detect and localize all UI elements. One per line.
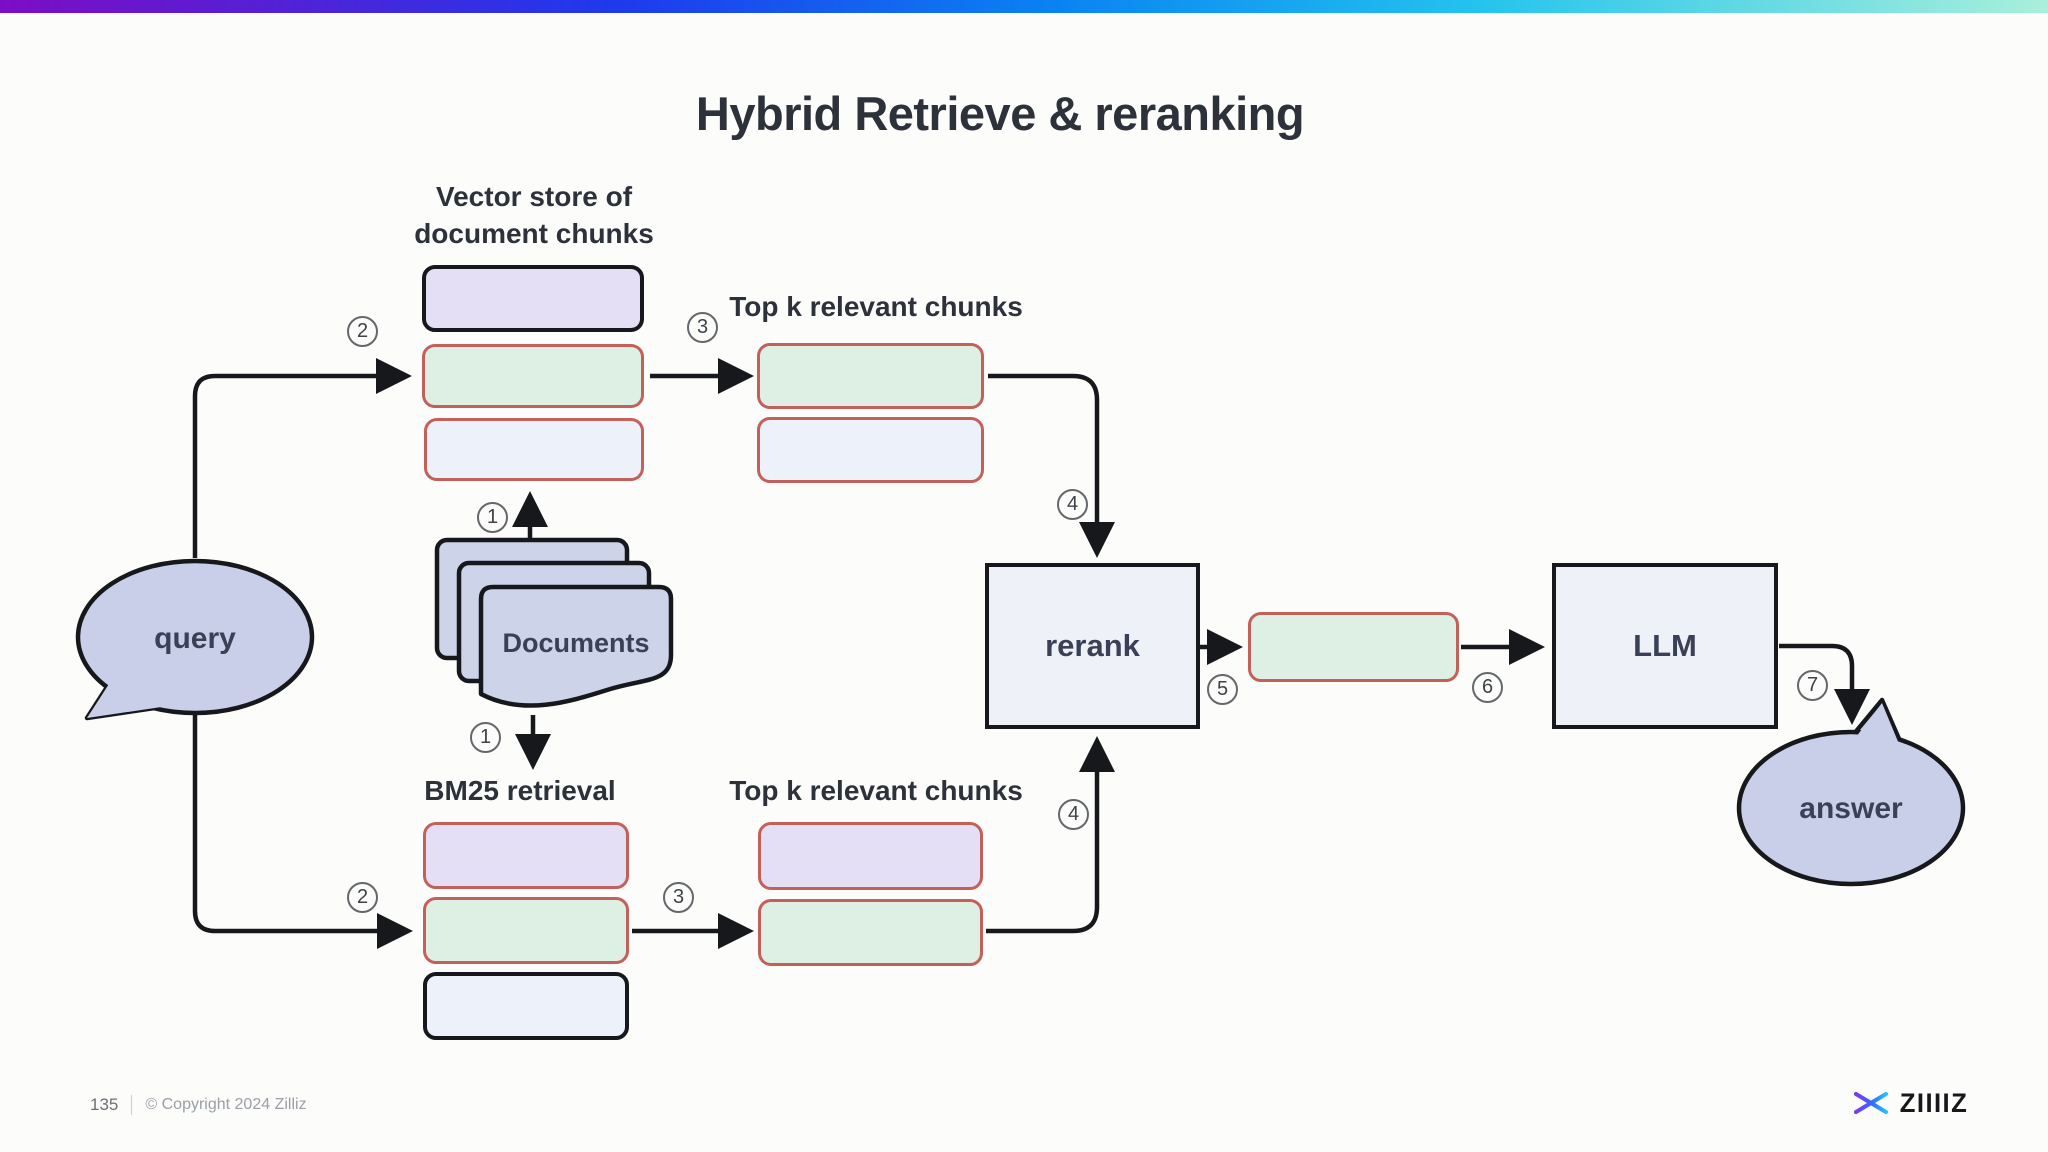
- document-sheet-front: [478, 584, 674, 708]
- documents-label: Documents: [502, 628, 650, 658]
- step-badge-5: 5: [1207, 674, 1238, 705]
- vector-store-label-line1: Vector store of: [435, 181, 633, 212]
- slide-title: Hybrid Retrieve & reranking: [695, 87, 1305, 140]
- arrow-llm-to-answer: [1779, 643, 1870, 725]
- rerank-node: rerank: [985, 563, 1200, 729]
- step-badge-6: 6: [1472, 672, 1503, 703]
- query-bubble-label: query: [154, 622, 236, 655]
- bm25-chunk-purple: [423, 822, 629, 889]
- topk-lower-label: Top k relevant chunks: [729, 775, 1023, 806]
- bm25-label: BM25 retrieval: [424, 775, 616, 806]
- step-badge-4-upper: 4: [1057, 489, 1088, 520]
- topk-upper-chunk-green: [757, 343, 984, 409]
- vector-store-chunk-light: [424, 418, 644, 481]
- arrow-query-to-vector-store: [192, 358, 412, 558]
- step-badge-1-upper: 1: [477, 502, 508, 533]
- arrow-query-to-bm25: [192, 714, 413, 949]
- vector-store-label: Vector store of document chunks: [334, 178, 734, 252]
- slide-footer: 135 © Copyright 2024 Zilliz: [90, 1095, 307, 1115]
- query-bubble-tail-fill: [87, 670, 168, 718]
- vector-store-chunk-purple: [422, 265, 644, 332]
- step-badge-3-upper: 3: [687, 312, 718, 343]
- arrow-topk-upper-to-rerank: [988, 373, 1115, 558]
- step-badge-3-lower: 3: [663, 882, 694, 913]
- reranked-context-chunk: [1248, 612, 1459, 682]
- answer-bubble-tail-fill: [1856, 703, 1899, 744]
- bm25-chunk-green: [423, 897, 629, 964]
- query-bubble: [75, 558, 315, 716]
- step-badge-1-lower: 1: [470, 722, 501, 753]
- llm-node-label: LLM: [1633, 628, 1697, 663]
- top-accent-bar: [0, 0, 2048, 13]
- zilliz-logo: ZIIIIZ: [1850, 1082, 1970, 1124]
- rerank-node-label: rerank: [1045, 628, 1140, 663]
- topk-upper-label: Top k relevant chunks: [729, 291, 1023, 322]
- footer-divider: [131, 1095, 133, 1115]
- answer-bubble: [1736, 729, 1966, 887]
- topk-lower-chunk-purple: [758, 822, 983, 890]
- arrow-topk-lower-to-rerank: [986, 736, 1115, 934]
- vector-store-label-line2: document chunks: [414, 218, 654, 249]
- copyright-text: © Copyright 2024 Zilliz: [145, 1096, 307, 1113]
- step-badge-4-lower: 4: [1058, 799, 1089, 830]
- zilliz-star-icon: [1850, 1083, 1890, 1123]
- step-badge-7: 7: [1797, 670, 1828, 701]
- step-badge-2-upper: 2: [347, 316, 378, 347]
- vector-store-chunk-green: [422, 344, 644, 408]
- step-badge-2-lower: 2: [347, 882, 378, 913]
- bm25-chunk-light: [423, 972, 629, 1040]
- answer-bubble-label: answer: [1799, 792, 1903, 825]
- topk-upper-chunk-light: [757, 417, 984, 483]
- zilliz-logo-text: ZIIIIZ: [1899, 1087, 1969, 1118]
- llm-node: LLM: [1552, 563, 1778, 729]
- topk-lower-chunk-green: [758, 899, 983, 966]
- page-number: 135: [90, 1095, 119, 1114]
